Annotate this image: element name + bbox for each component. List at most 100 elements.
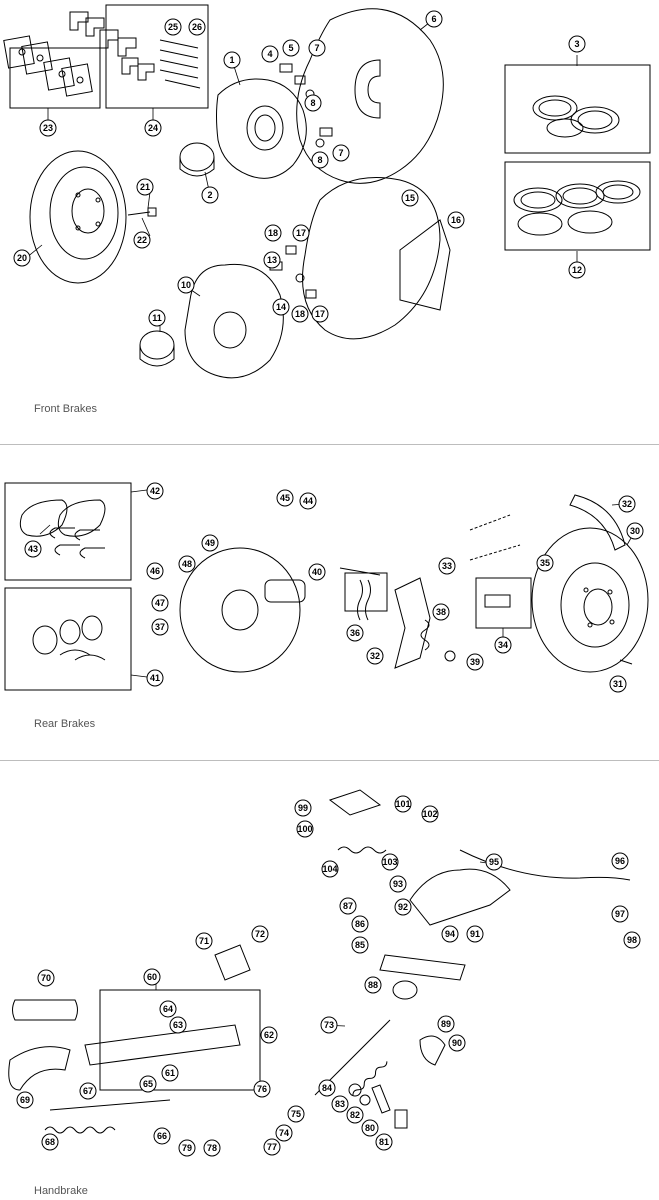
callout-label: 97	[615, 909, 625, 919]
callout-handbrake-78: 78	[203, 1139, 221, 1157]
callout-label: 2	[207, 190, 212, 200]
brake-adjuster-box	[475, 577, 532, 629]
callout-handbrake-64: 64	[159, 1000, 177, 1018]
callout-label: 14	[276, 302, 286, 312]
callout-front-10: 10	[177, 276, 195, 294]
callout-handbrake-77: 77	[263, 1138, 281, 1156]
callout-front-15: 15	[401, 189, 419, 207]
callout-front-18: 18	[264, 224, 282, 242]
callout-label: 45	[280, 493, 290, 503]
callout-handbrake-98: 98	[623, 931, 641, 949]
callout-label: 38	[436, 607, 446, 617]
pad-retaining-kit-box	[105, 4, 209, 109]
callout-label: 98	[627, 935, 637, 945]
callout-label: 82	[350, 1110, 360, 1120]
callouts-layer: 1234567788101112131415161717181820212223…	[13, 10, 644, 1157]
callout-handbrake-102: 102	[421, 805, 439, 823]
callout-front-1: 1	[223, 51, 241, 69]
callout-label: 46	[150, 566, 160, 576]
callout-front-13: 13	[263, 251, 281, 269]
callout-front-2: 2	[201, 186, 219, 204]
callout-label: 77	[267, 1142, 277, 1152]
callout-label: 60	[147, 972, 157, 982]
callout-label: 7	[338, 148, 343, 158]
callout-handbrake-83: 83	[331, 1095, 349, 1113]
callout-handbrake-95: 95	[485, 853, 503, 871]
callout-rear-33: 33	[438, 557, 456, 575]
callout-handbrake-100: 100	[296, 820, 314, 838]
callout-handbrake-99: 99	[294, 799, 312, 817]
callout-rear-47: 47	[151, 594, 169, 612]
callout-label: 6	[431, 14, 436, 24]
callout-handbrake-63: 63	[169, 1016, 187, 1034]
callout-rear-48: 48	[178, 555, 196, 573]
callout-label: 22	[137, 235, 147, 245]
callout-front-22: 22	[133, 231, 151, 249]
callout-label: 20	[17, 253, 27, 263]
callout-rear-44: 44	[299, 492, 317, 510]
callout-front-3: 3	[568, 35, 586, 53]
front-brakes-title: Front Brakes	[34, 403, 97, 415]
callout-label: 40	[312, 567, 322, 577]
callout-label: 94	[445, 929, 455, 939]
callout-label: 1	[229, 55, 234, 65]
brake-pads-kit-box	[9, 47, 101, 109]
callout-handbrake-97: 97	[611, 905, 629, 923]
brake-drum	[531, 527, 649, 673]
callout-rear-42: 42	[146, 482, 164, 500]
callout-handbrake-84: 84	[318, 1079, 336, 1097]
callout-label: 15	[405, 193, 415, 203]
callout-label: 25	[168, 22, 178, 32]
callout-label: 84	[322, 1083, 332, 1093]
callout-label: 17	[296, 228, 306, 238]
callout-rear-41: 41	[146, 669, 164, 687]
disc-shield	[296, 8, 444, 184]
callout-label: 80	[365, 1123, 375, 1133]
callout-handbrake-94: 94	[441, 925, 459, 943]
callout-front-6: 6	[425, 10, 443, 28]
callout-label: 47	[155, 598, 165, 608]
callout-label: 8	[317, 155, 322, 165]
callout-handbrake-103: 103	[381, 853, 399, 871]
callout-handbrake-73: 73	[320, 1016, 338, 1034]
callout-rear-37: 37	[151, 618, 169, 636]
section-divider-1	[0, 444, 659, 445]
callout-label: 88	[368, 980, 378, 990]
callout-front-24: 24	[144, 119, 162, 137]
callout-label: 65	[143, 1079, 153, 1089]
callout-front-12: 12	[568, 261, 586, 279]
handbrake-illustration	[8, 789, 631, 1134]
callout-label: 74	[279, 1128, 289, 1138]
callout-label: 43	[28, 544, 38, 554]
callout-label: 69	[20, 1095, 30, 1105]
callout-label: 64	[163, 1004, 173, 1014]
callout-label: 61	[165, 1068, 175, 1078]
callout-label: 5	[288, 43, 293, 53]
callout-handbrake-75: 75	[287, 1105, 305, 1123]
callout-label: 62	[264, 1030, 274, 1040]
handbrake-compensator	[409, 868, 511, 926]
callout-label: 85	[355, 940, 365, 950]
callout-front-8: 8	[304, 94, 322, 112]
callout-label: 100	[297, 824, 312, 834]
callout-label: 75	[291, 1109, 301, 1119]
callout-label: 104	[322, 864, 337, 874]
callout-handbrake-88: 88	[364, 976, 382, 994]
callout-handbrake-86: 86	[351, 915, 369, 933]
callout-handbrake-92: 92	[394, 898, 412, 916]
callout-label: 32	[370, 651, 380, 661]
callout-label: 76	[257, 1084, 267, 1094]
front-piston-lower	[139, 330, 175, 360]
callout-rear-43: 43	[24, 540, 42, 558]
rear-brakes-illustration	[4, 482, 649, 691]
callout-label: 44	[303, 496, 313, 506]
front-caliper-upper	[216, 78, 307, 179]
callout-label: 91	[470, 929, 480, 939]
callout-label: 18	[295, 309, 305, 319]
seal-kit-box	[504, 64, 651, 154]
callout-rear-39: 39	[466, 653, 484, 671]
rear-brake-shoe-upper	[569, 494, 626, 551]
front-caliper-lower	[184, 263, 284, 379]
callout-label: 11	[152, 313, 162, 323]
